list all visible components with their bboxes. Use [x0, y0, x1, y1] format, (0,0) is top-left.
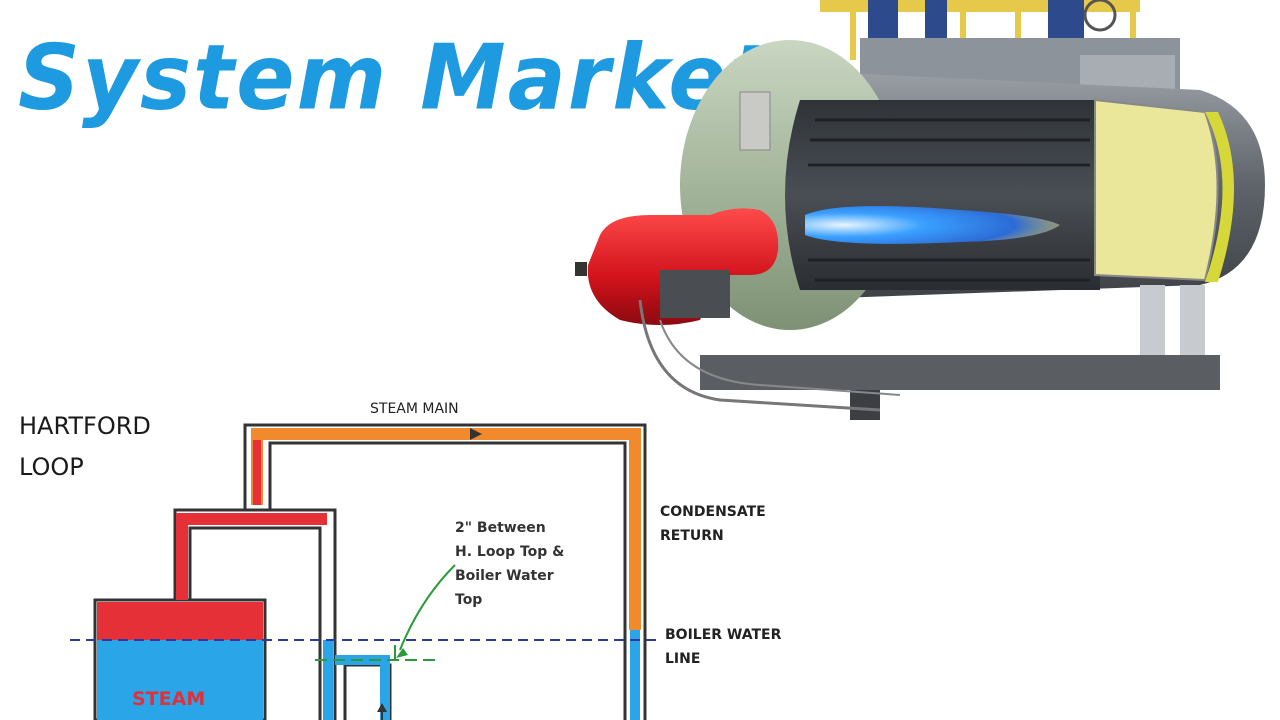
condensate-label-line1: CONDENSATE	[660, 504, 766, 520]
diagram-title-line2: LOOP	[19, 453, 84, 481]
note-line3: Boiler Water	[455, 568, 554, 584]
note-line1: 2" Between	[455, 520, 546, 536]
equalizer-water	[323, 640, 333, 720]
note-line4: Top	[455, 592, 483, 608]
boiler-water-label-line1: BOILER WATER	[665, 627, 782, 643]
flame	[805, 206, 1060, 244]
hartford-connection	[335, 655, 390, 720]
note-line2: H. Loop Top &	[455, 544, 565, 560]
condensate-return-water	[630, 630, 640, 720]
burner	[575, 208, 779, 325]
annotation-arrow	[399, 564, 456, 651]
steam-header	[176, 513, 327, 600]
brand-logo: System Market	[18, 26, 770, 158]
diagram-title-line1: HARTFORD	[19, 412, 151, 440]
hartford-loop-diagram	[70, 423, 660, 720]
boiler-water-line-label: BOILER WATER LINE	[665, 623, 781, 671]
boiler-illustration	[575, 0, 1265, 420]
steam-label: STEAM	[132, 688, 206, 710]
boiler-water-label-line2: LINE	[665, 651, 701, 667]
steam-main-pipe	[251, 428, 641, 630]
condensate-return-label: CONDENSATE RETURN	[660, 500, 766, 548]
steam-space	[97, 602, 263, 640]
steam-main-label: STEAM MAIN	[370, 401, 459, 417]
diagram-title: HARTFORD LOOP	[19, 406, 151, 488]
water-space	[97, 640, 263, 720]
loop-height-note: 2" Between H. Loop Top & Boiler Water To…	[455, 516, 564, 612]
condensate-label-line2: RETURN	[660, 528, 724, 544]
brand-title: System Market	[18, 25, 772, 131]
